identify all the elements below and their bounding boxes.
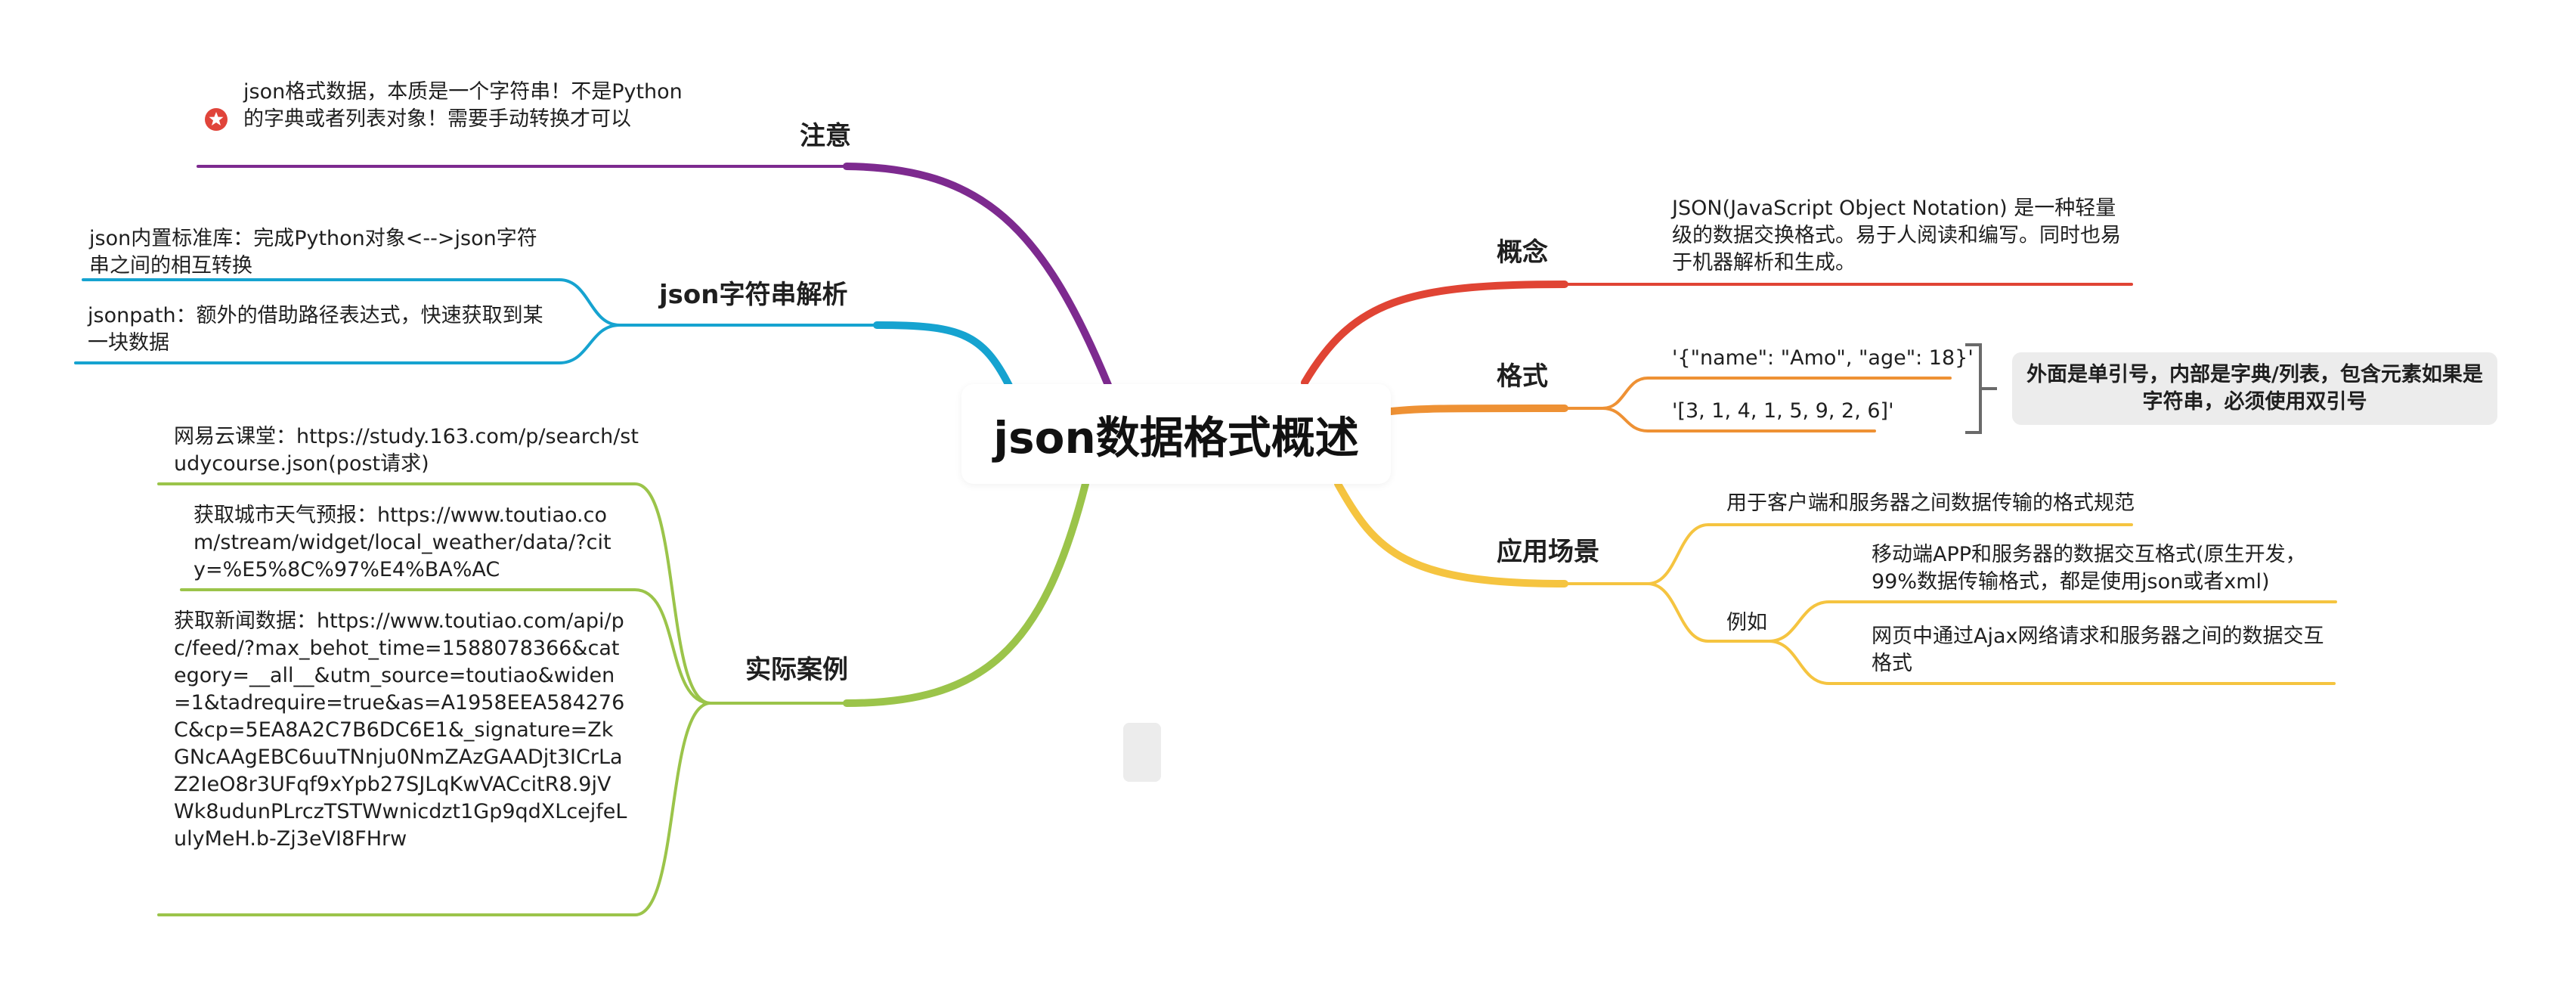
branch-concept[interactable]: 概念: [1497, 237, 1548, 268]
branch-line-parse: [873, 321, 1014, 391]
branch-parse[interactable]: json字符串解析: [659, 280, 848, 310]
format-bracket: [1965, 343, 1997, 434]
usage-example-label[interactable]: 例如: [1726, 611, 1767, 634]
cases-item-1[interactable]: 获取城市天气预报：https://www.toutiao.com/stream/…: [194, 504, 611, 581]
star-badge-icon: [205, 108, 228, 131]
usage-example-item-0[interactable]: 移动端APP和服务器的数据交互格式(原生开发，99%数据传输格式，都是使用jso…: [1872, 543, 2306, 594]
branch-line-cases: [843, 480, 1089, 707]
parse-item-0[interactable]: json内置标准库：完成Python对象<-->json字符串之间的相互转换: [89, 227, 537, 277]
central-topic[interactable]: json数据格式概述: [961, 384, 1391, 484]
cases-item-2[interactable]: 获取新闻数据：https://www.toutiao.com/api/pc/fe…: [174, 609, 627, 851]
format-item-1[interactable]: '[3, 1, 4, 1, 5, 9, 2, 6]': [1672, 399, 1894, 423]
usage-example-item-1[interactable]: 网页中通过Ajax网络请求和服务器之间的数据交互格式: [1872, 625, 2324, 675]
notice-item-0[interactable]: json格式数据，本质是一个字符串！不是Python的字典或者列表对象！需要手动…: [243, 80, 683, 131]
cases-item-0[interactable]: 网易云课堂：https://study.163.com/p/search/stu…: [174, 425, 639, 476]
concept-item-0[interactable]: JSON(JavaScript Object Notation) 是一种轻量级的…: [1672, 197, 2121, 274]
branch-line-notice: [843, 163, 1113, 392]
branch-line-concept: [1301, 281, 1568, 386]
usage-item-0[interactable]: 用于客户端和服务器之间数据传输的格式规范: [1726, 491, 2135, 515]
branch-line-usage: [1334, 480, 1568, 587]
branch-notice[interactable]: 注意: [800, 121, 851, 151]
format-callout[interactable]: 外面是单引号，内部是字典/列表，包含元素如果是字符串，必须使用双引号: [2012, 352, 2497, 425]
branch-usage[interactable]: 应用场景: [1497, 537, 1599, 567]
format-item-0[interactable]: '{"name": "Amo", "age": 18}': [1672, 346, 1974, 370]
canvas-handle[interactable]: [1123, 723, 1161, 782]
parse-item-1[interactable]: jsonpath：额外的借助路径表达式，快速获取到某一块数据: [88, 304, 543, 355]
branch-line-format: [1387, 405, 1568, 415]
branch-cases[interactable]: 实际案例: [745, 655, 848, 685]
branch-format[interactable]: 格式: [1497, 361, 1548, 392]
